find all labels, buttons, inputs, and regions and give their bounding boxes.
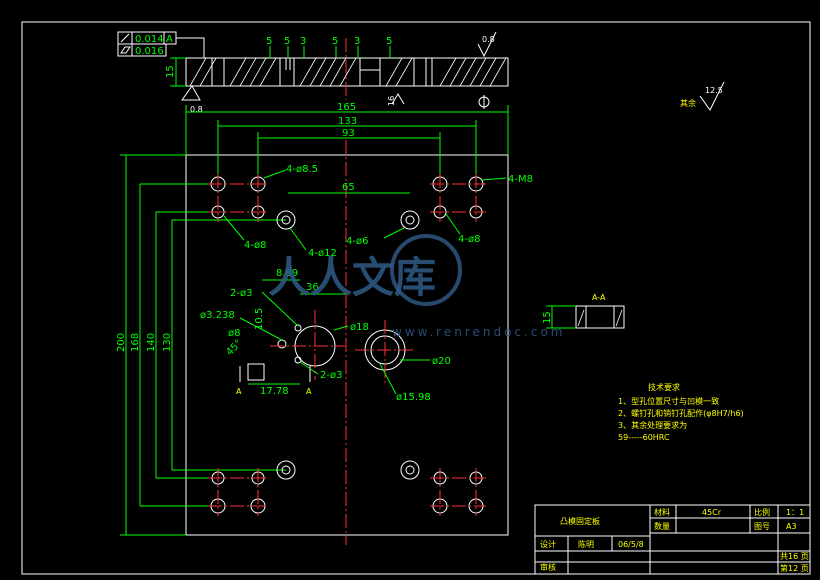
label-d1598: ø15.98	[396, 392, 431, 403]
dim-130: 130	[162, 333, 173, 352]
notes-title: 技术要求	[648, 382, 680, 392]
tolerance-parallel: 0.014	[135, 34, 164, 45]
watermark-logo-icon	[390, 234, 462, 306]
label-4-m8: 4-M8	[508, 174, 533, 185]
label-d20: ø20	[432, 356, 451, 367]
dim-65: 65	[342, 182, 355, 193]
label-45deg: 45°	[224, 338, 244, 358]
roughness-top-icon	[477, 31, 497, 58]
plate-section-outline	[185, 57, 509, 87]
section-a-a: A-A 15	[542, 293, 625, 329]
roughness-bottom: 0.8	[190, 105, 203, 114]
label-4-d6: 4-ø6	[346, 236, 368, 247]
label-4-d8-left: 4-ø8	[244, 240, 266, 251]
punch-center-lines	[270, 310, 415, 386]
label-d18: ø18	[350, 322, 369, 333]
watermark-sub: www.renrendoc.com	[392, 325, 565, 339]
label-105: 10.5	[254, 308, 265, 330]
label-4-d85: 4-ø8.5	[286, 164, 318, 175]
notes-line-3: 3、其余处理要求为	[618, 420, 687, 430]
top-section-view: 0.014 A 0.016 15 5 5 3 5 3 5 0.8 0.8 16	[117, 31, 509, 114]
tolerance-flatness: 0.016	[135, 46, 164, 57]
section-dim: 15	[542, 311, 553, 324]
dim-93: 93	[342, 128, 355, 139]
d12-hole-tl	[276, 210, 296, 230]
dim-168: 168	[130, 333, 141, 352]
label-4-d12: 4-ø12	[308, 248, 337, 259]
pocket-dim: 16	[387, 96, 396, 106]
depth-dim-4: 5	[332, 36, 338, 47]
section-body	[575, 305, 625, 329]
scale-value: 1：1	[786, 508, 804, 517]
tolerance-frame	[117, 31, 205, 58]
check-label: 审核	[540, 562, 556, 572]
sheets-total: 共16 页	[780, 552, 809, 561]
design-date: 06/5/8	[618, 540, 644, 549]
roughness-other-value: 12.5	[705, 86, 723, 95]
section-hatching	[189, 57, 507, 87]
depth-dim-5: 3	[354, 36, 360, 47]
sheet-no: 第12 页	[780, 563, 809, 573]
label-4-d8-right: 4-ø8	[458, 234, 480, 245]
designer: 陈明	[578, 539, 594, 549]
scale-label: 比例	[754, 507, 770, 517]
section-label: A-A	[592, 293, 606, 302]
watermark: 人人文库 www.renrendoc.com	[268, 234, 565, 339]
technical-notes: 技术要求 1、型孔位置尺寸与凹模一致 2、螺钉孔和销钉孔配作(φ8H7/h6) …	[618, 382, 744, 442]
label-1778: 17.78	[260, 386, 289, 397]
depth-dim-6: 5	[386, 36, 392, 47]
title-block: 凸模固定板 材料 45Cr 比例 1：1 数量 图号 A3 设计 陈明 06/5…	[534, 504, 811, 575]
roughness-other-label: 其余	[680, 98, 696, 108]
hole-group-bottom	[210, 460, 484, 514]
plan-view: 165 133 93 65 200 168 140 130	[116, 102, 533, 545]
dim-200: 200	[116, 333, 127, 352]
notes-line-4: 59-----60HRC	[618, 433, 670, 442]
depth-leaders	[269, 46, 391, 58]
roughness-top: 0.8	[482, 35, 495, 44]
section-marker-left: A	[236, 387, 242, 396]
label-36: 36	[306, 282, 319, 293]
hole-center-marks-bottom	[208, 468, 486, 516]
label-889: 8.89	[276, 268, 298, 279]
section-holes	[211, 58, 433, 86]
depth-dim-3: 3	[300, 36, 306, 47]
dim-133: 133	[338, 116, 357, 127]
depth-dim-2: 5	[284, 36, 290, 47]
notes-line-1: 1、型孔位置尺寸与凹模一致	[618, 396, 719, 406]
drawing-no-value: A3	[786, 522, 797, 531]
label-d3238: ø3.238	[200, 310, 235, 321]
extension-lines	[120, 105, 509, 536]
datum-triangle-icon	[181, 85, 201, 101]
qty-label: 数量	[654, 521, 670, 531]
notes-line-2: 2、螺钉孔和销钉孔配作(φ8H7/h6)	[618, 408, 744, 418]
roughness-other: 其余 12.5	[680, 81, 725, 111]
tolerance-datum: A	[166, 34, 173, 45]
dim-165: 165	[337, 102, 356, 113]
label-d8-small: ø8	[228, 328, 240, 339]
section-height-dim: 15	[165, 65, 176, 78]
watermark-main: 人人文库	[268, 253, 436, 302]
part-name: 凸模固定板	[560, 516, 600, 526]
drawing-no-label: 图号	[754, 522, 770, 531]
label-2-d3-top: 2-ø3	[230, 288, 252, 299]
plate-outline	[185, 154, 509, 536]
leader-lines	[223, 169, 507, 395]
label-2-d3-bottom: 2-ø3	[320, 370, 342, 381]
roughness-mid-icon	[391, 93, 405, 105]
material-label: 材料	[654, 507, 670, 517]
hole-center-marks-top	[208, 174, 486, 222]
horizontal-dims	[186, 111, 508, 194]
section-marker-right: A	[306, 387, 312, 396]
drawing-frame	[21, 21, 811, 575]
material-value: 45Cr	[702, 508, 722, 517]
d12-hole-tr	[400, 210, 420, 230]
dim-140: 140	[146, 333, 157, 352]
design-label: 设计	[540, 539, 556, 549]
vertical-dims	[125, 155, 286, 535]
depth-dim-1: 5	[266, 36, 272, 47]
